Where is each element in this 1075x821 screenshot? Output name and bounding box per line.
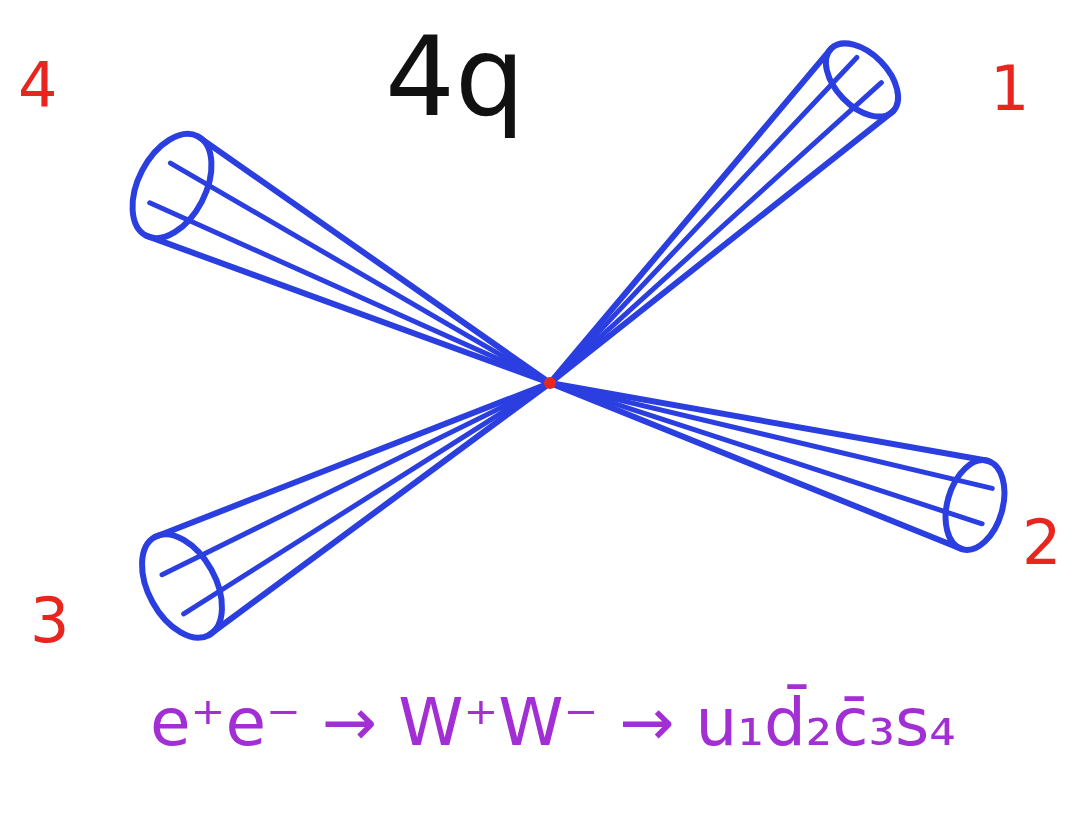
- cone-side: [550, 112, 893, 383]
- jet-cone: [116, 121, 550, 383]
- particle-track: [170, 163, 539, 377]
- particle-track: [184, 389, 540, 614]
- jet-number: 1: [990, 58, 1029, 120]
- cone-side: [209, 383, 550, 635]
- cone-end: [812, 30, 911, 130]
- particle-track: [562, 386, 993, 488]
- jet-number: 2: [1022, 512, 1061, 574]
- jet-cone: [126, 383, 550, 651]
- jet-number: 3: [30, 590, 69, 652]
- particle-track: [559, 83, 882, 375]
- particle-track: [162, 389, 539, 575]
- title: 4q: [385, 22, 525, 132]
- cone-end: [936, 453, 1014, 557]
- particle-track: [559, 57, 857, 374]
- jet-cone: [550, 30, 912, 383]
- cone-side: [198, 136, 550, 383]
- cone-side: [550, 48, 831, 383]
- particle-track: [562, 386, 983, 523]
- particle-track: [150, 203, 540, 378]
- jet-number: 4: [18, 55, 57, 117]
- cone-side: [155, 383, 550, 537]
- cone-side: [146, 236, 550, 383]
- jet-cone: [550, 383, 1014, 557]
- cone-end: [126, 521, 239, 652]
- interaction-point: [544, 377, 556, 389]
- cone-side: [550, 383, 988, 461]
- cone-end: [116, 121, 227, 251]
- process-formula: e⁺e⁻ → W⁺W⁻ → u₁d̄₂c̄₃s₄: [150, 690, 956, 756]
